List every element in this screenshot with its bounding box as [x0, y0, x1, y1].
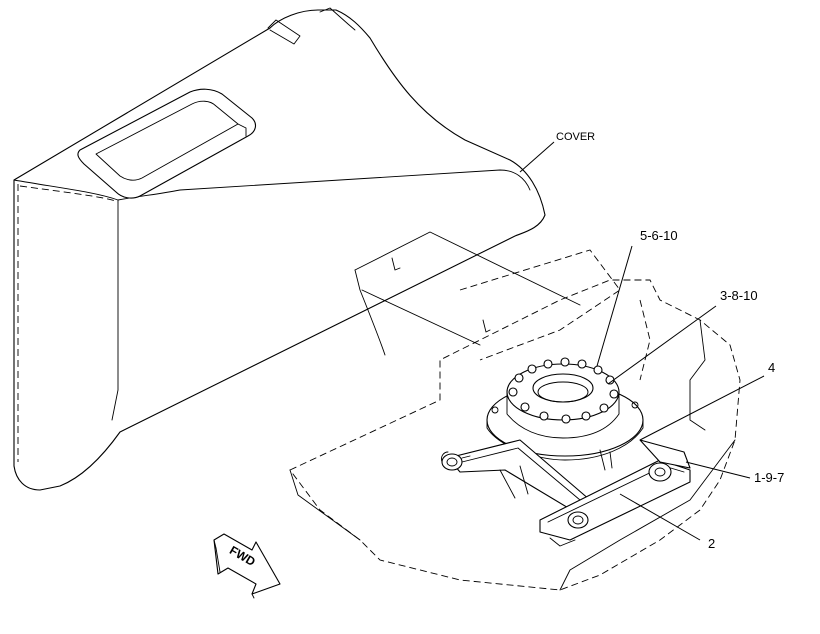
cover-notch — [267, 19, 301, 45]
bracket-strut — [499, 449, 613, 499]
bracket-rail-bottom — [549, 537, 576, 547]
callout-cover: COVER — [556, 131, 595, 143]
frame-rail-edge — [354, 269, 386, 356]
frame-base — [289, 231, 741, 591]
leader-cover — [519, 141, 555, 173]
frame-lower-left — [289, 469, 361, 541]
cover-handle-recess — [77, 88, 257, 199]
frame-hidden-inner — [459, 249, 621, 361]
frame-slot-2 — [482, 319, 491, 333]
frame-rail-bottom — [361, 289, 481, 346]
leader-3-8-10 — [607, 305, 717, 385]
forward-arrow-icon: FWD — [213, 533, 281, 599]
fwd-arrow-shape — [213, 533, 281, 595]
bushing-right — [648, 462, 672, 482]
flange-bore-inner — [537, 381, 589, 403]
bushing-left-fastener — [441, 451, 471, 463]
bracket-arm-left-inner — [461, 447, 581, 501]
bushing-front-core — [572, 515, 584, 525]
leader-2 — [619, 493, 701, 541]
handle-lip — [237, 123, 247, 137]
cover-notch-2 — [319, 7, 356, 31]
bolt — [527, 364, 537, 374]
callout-leaders — [519, 141, 765, 541]
bushing-front — [567, 511, 589, 529]
support-bracket — [441, 439, 691, 547]
bolt — [543, 359, 553, 369]
callout-3-8-10: 3-8-10 — [720, 288, 758, 303]
frame-lower-right — [559, 439, 736, 591]
flange-plate-edge — [486, 419, 644, 461]
flange-bolts — [508, 357, 619, 424]
frame-slot — [391, 257, 401, 271]
callout-4: 4 — [768, 360, 775, 375]
bracket-arm-right — [639, 439, 691, 469]
bushing-left-core — [446, 457, 458, 467]
bearing-flange — [486, 357, 644, 461]
cover-hidden-inner — [19, 185, 119, 203]
plate-hole — [631, 401, 639, 409]
bolt — [539, 411, 549, 421]
cover-outline — [13, 9, 546, 491]
bolt — [577, 359, 587, 369]
bolt — [593, 365, 603, 375]
frame-right-hidden — [639, 299, 651, 381]
bolt — [561, 414, 571, 424]
bolt — [508, 387, 518, 397]
cover-panel — [13, 7, 546, 491]
frame-rail-top — [354, 231, 581, 306]
leader-1-9-7 — [685, 461, 751, 479]
fwd-arrow-depth — [213, 539, 255, 599]
leader-5-6-10 — [596, 245, 633, 367]
leader-4 — [639, 375, 765, 441]
bolt — [514, 373, 524, 383]
handle-outer — [77, 88, 257, 199]
bolt — [609, 389, 619, 399]
bolt — [581, 411, 591, 421]
flange-ring-side — [506, 391, 620, 439]
callout-1-9-7: 1-9-7 — [754, 470, 784, 485]
bushing-left — [441, 453, 463, 471]
callout-labels: COVER 5-6-10 3-8-10 4 1-9-7 2 — [556, 131, 784, 551]
frame-hidden-outline — [289, 279, 741, 591]
callout-2: 2 — [708, 536, 715, 551]
frame-right-block — [689, 319, 706, 431]
bolt — [560, 357, 570, 367]
bolt — [520, 402, 530, 412]
callout-5-6-10: 5-6-10 — [640, 228, 678, 243]
plate-hole — [491, 406, 499, 414]
bolt — [599, 403, 609, 413]
bushing-right-core — [654, 467, 666, 477]
